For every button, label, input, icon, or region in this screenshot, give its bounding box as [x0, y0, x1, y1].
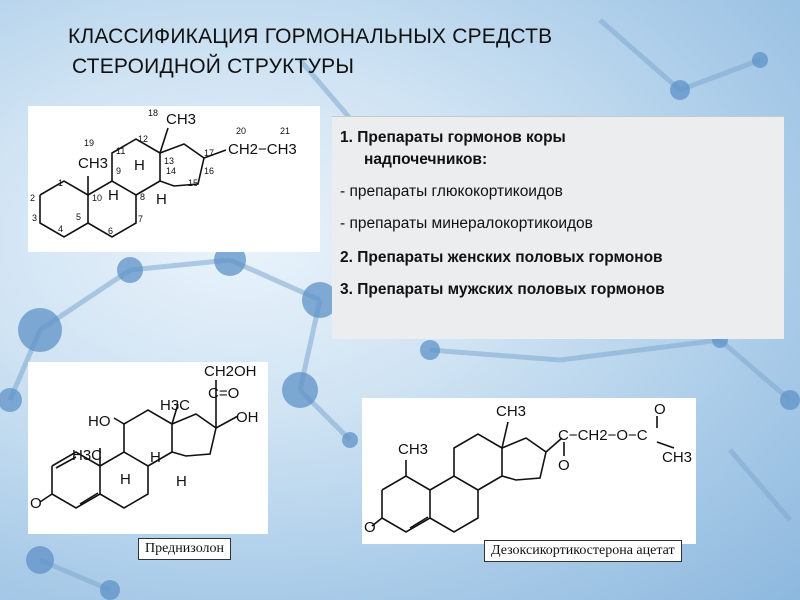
svg-text:19: 19 — [84, 138, 94, 148]
ch3-label-a: CH3 — [398, 441, 428, 458]
h-label-9: H — [120, 471, 131, 488]
svg-text:2: 2 — [30, 193, 35, 203]
svg-text:20: 20 — [236, 126, 246, 136]
doca-structure: O CH3 CH3 C−CH2−O−C O O CH3 — [362, 398, 696, 544]
acetate-o-label: O — [654, 401, 666, 418]
steroid-skeleton-svg: 2 3 4 5 6 7 8 9 10 11 12 13 14 15 16 17 18 19 20 2… — [30, 108, 297, 238]
h-label-8: H — [150, 449, 161, 466]
svg-text:10: 10 — [92, 193, 102, 203]
svg-text:14: 14 — [166, 166, 176, 176]
prednisolone-structure: O HO H3C H3C CH2OH C=O OH H H H — [28, 362, 268, 534]
svg-text:7: 7 — [138, 214, 143, 224]
svg-text:15: 15 — [188, 178, 198, 188]
svg-text:18: 18 — [148, 108, 158, 118]
side-chain-label: CH2−CH3 — [228, 141, 297, 158]
carbonyl-label: C=O — [208, 385, 239, 402]
acetate-ch3-label: CH3 — [662, 449, 692, 466]
item-1-line-2: надпочечников: — [364, 151, 488, 168]
oh-label: OH — [236, 409, 259, 426]
prednisolone-caption: Преднизолон — [138, 538, 231, 560]
doca-caption: Дезоксикортикостерона ацетат — [484, 540, 682, 562]
classification-list: 1. Препараты гормонов коры надпочечников… — [332, 116, 784, 339]
svg-text:8: 8 — [140, 192, 145, 202]
ketone-o-label: O — [30, 495, 42, 512]
h-label-8: H — [134, 157, 145, 174]
acetate-side-chain-label: C−CH2−O−C — [558, 427, 648, 444]
item-2: 2. Препараты женских половых гормонов — [340, 249, 663, 266]
ho-label: HO — [88, 413, 111, 430]
ch2oh-label: CH2OH — [204, 363, 257, 380]
h3c-label-a: H3C — [72, 447, 102, 464]
h-label-14: H — [176, 473, 187, 490]
ch3-19-label: CH3 — [78, 155, 108, 172]
h3c-label-c: H3C — [160, 397, 190, 414]
h-label-14: H — [156, 191, 167, 208]
ch3-18-label: CH3 — [166, 111, 196, 128]
steroid-skeleton-structure: 2 3 4 5 6 7 8 9 10 11 12 13 14 15 16 17 18 19 20 2… — [28, 106, 320, 252]
carbonyl-o-label: O — [558, 457, 570, 474]
svg-text:21: 21 — [280, 126, 290, 136]
svg-text:16: 16 — [204, 166, 214, 176]
svg-text:3: 3 — [32, 213, 37, 223]
svg-text:4: 4 — [58, 224, 63, 234]
svg-text:6: 6 — [108, 226, 113, 236]
title-line-2: СТЕРОИДНОЙ СТРУКТУРЫ — [72, 55, 355, 78]
svg-text:9: 9 — [116, 166, 121, 176]
title-line-1: КЛАССИФИКАЦИЯ ГОРМОНАЛЬНЫХ СРЕДСТВ — [68, 25, 553, 48]
sub-item-glucocorticoids: - препараты глюкокортикоидов — [340, 183, 563, 200]
svg-text:13: 13 — [164, 156, 174, 166]
doca-svg: O CH3 CH3 C−CH2−O−C O O CH3 — [364, 401, 692, 536]
item-1-line-1: 1. Препараты гормонов коры — [340, 129, 566, 146]
prednisolone-svg: O HO H3C H3C CH2OH C=O OH H H H — [30, 363, 259, 512]
svg-text:11: 11 — [116, 146, 125, 156]
svg-text:5: 5 — [76, 212, 81, 222]
h-label-9: H — [108, 187, 119, 204]
item-3: 3. Препараты мужских половых гормонов — [340, 281, 665, 298]
svg-text:1: 1 — [58, 178, 63, 188]
sub-item-mineralocorticoids: - препараты минералокортикоидов — [340, 215, 593, 232]
svg-text:12: 12 — [138, 134, 148, 144]
ketone-o-label: O — [364, 519, 376, 536]
svg-text:17: 17 — [204, 148, 214, 158]
ch3-label-c: CH3 — [496, 403, 526, 420]
